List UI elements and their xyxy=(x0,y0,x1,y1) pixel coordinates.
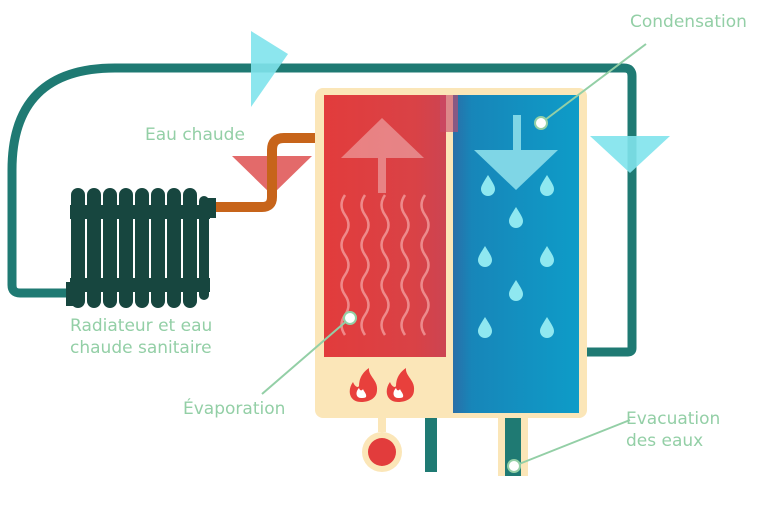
label-condensation: Condensation xyxy=(630,12,747,32)
label-radiateur: Radiateur et eau chaude sanitaire xyxy=(70,315,212,359)
label-evacuation: Evacuation des eaux xyxy=(626,408,720,452)
hot-water-pipe xyxy=(208,133,324,212)
flow-arrow-icon xyxy=(590,136,670,173)
water-drop-icon xyxy=(478,175,554,338)
marker-condensation xyxy=(534,116,548,130)
radiator xyxy=(66,188,216,308)
label-eau-chaude: Eau chaude xyxy=(145,125,245,145)
outlet-pipe xyxy=(425,418,437,472)
flame-icon xyxy=(386,368,415,402)
flame-icon xyxy=(349,368,378,402)
label-evaporation: Évaporation xyxy=(183,399,286,419)
marker-evacuation xyxy=(507,459,521,473)
circulation-pipe xyxy=(7,63,637,357)
condensation-arrow-icon xyxy=(474,115,558,190)
leader-line-condensation xyxy=(540,43,647,124)
leader-line-evacuation xyxy=(513,419,631,467)
rising-arrow-icon xyxy=(341,118,424,193)
flow-arrow-icon xyxy=(251,31,288,107)
label-radiateur-line2: chaude sanitaire xyxy=(70,338,212,358)
label-radiateur-line1: Radiateur et eau xyxy=(70,316,213,336)
label-evacuation-line2: des eaux xyxy=(626,431,704,451)
gas-pipe xyxy=(378,418,386,432)
leader-line-evaporation xyxy=(261,317,351,395)
marker-evaporation xyxy=(343,311,357,325)
label-evacuation-line1: Evacuation xyxy=(626,409,721,429)
